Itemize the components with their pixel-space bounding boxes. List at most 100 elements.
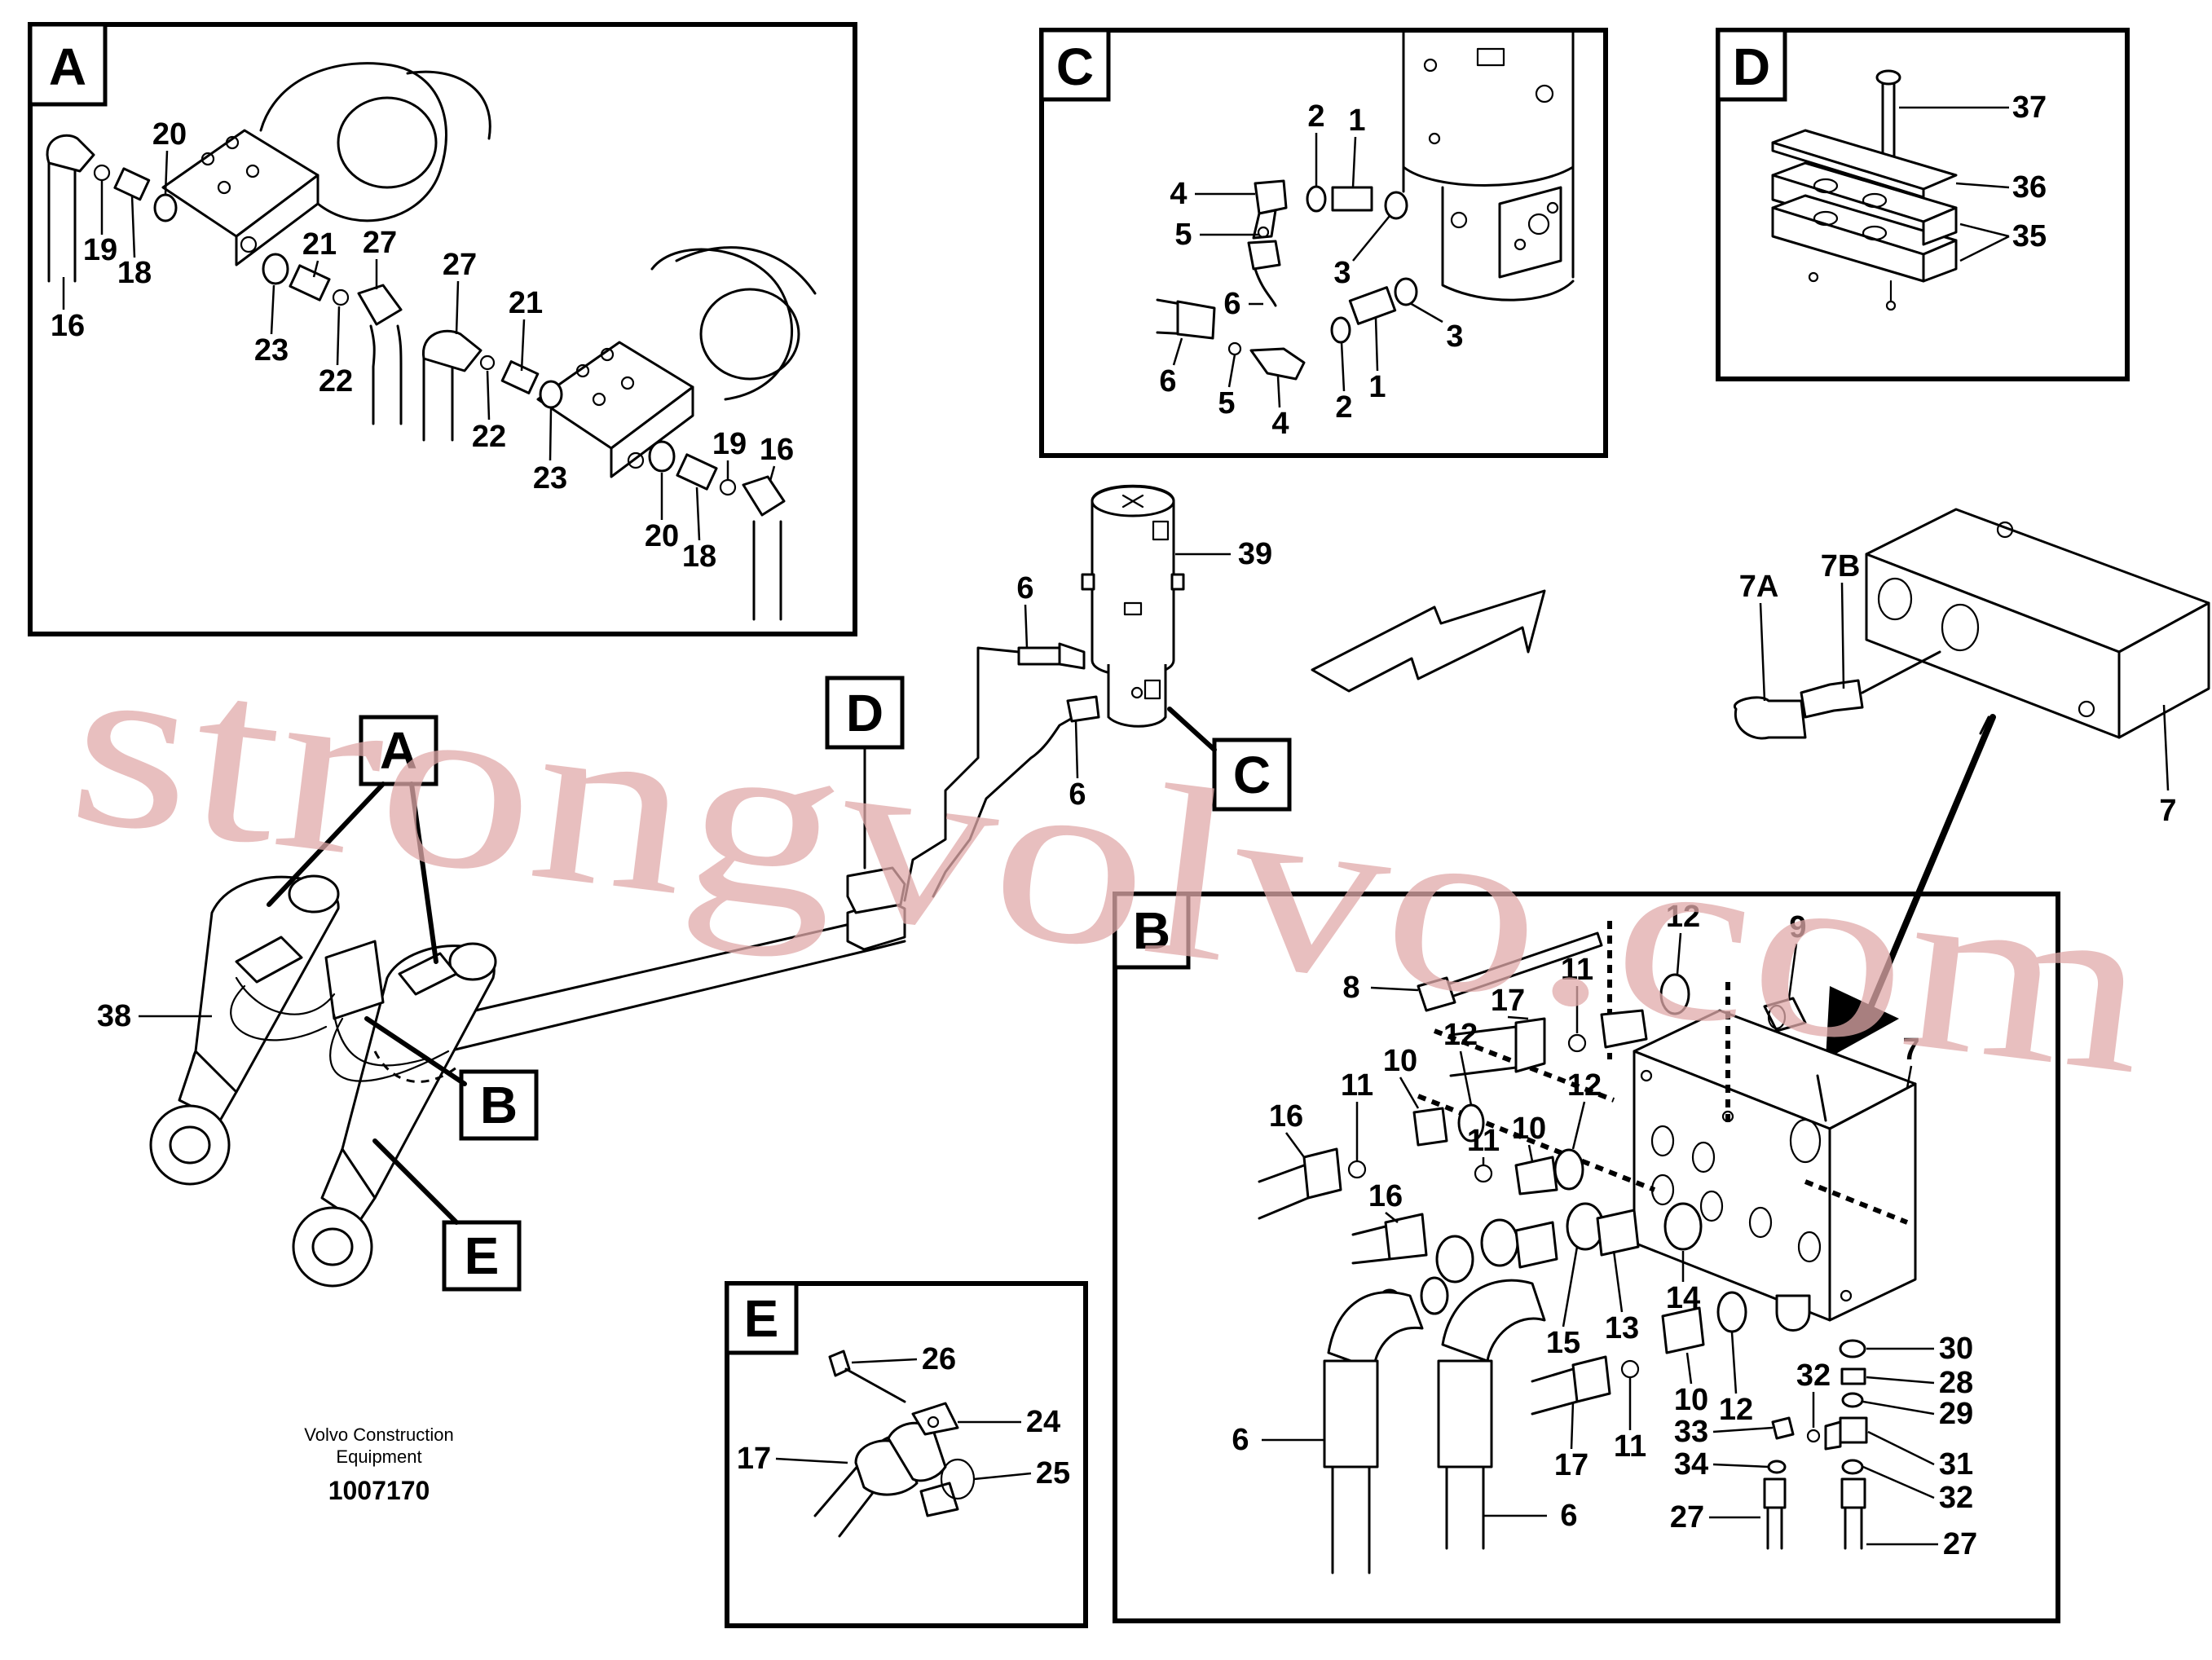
callout: 12 bbox=[1567, 1068, 1602, 1103]
callout: 15 bbox=[1546, 1326, 1580, 1360]
main-tags: D C A B E bbox=[267, 676, 1292, 1292]
callout: 39 bbox=[1238, 537, 1272, 571]
callout: 30 bbox=[1939, 1332, 1973, 1366]
panel-a-cylinder-top bbox=[161, 62, 491, 266]
panel-d: D 37 36 35 bbox=[1716, 28, 2130, 381]
callout: 36 bbox=[2012, 170, 2047, 205]
callout: 10 bbox=[1512, 1112, 1546, 1146]
caption-block: Volvo Construction Equipment 1007170 bbox=[304, 1424, 453, 1505]
callout: 22 bbox=[319, 364, 353, 398]
callout: 7A bbox=[1739, 570, 1779, 604]
panel-a: A bbox=[28, 22, 857, 636]
callout: 31 bbox=[1939, 1447, 1973, 1482]
callout: 17 bbox=[1554, 1448, 1588, 1482]
callout: 20 bbox=[645, 519, 679, 553]
callout: 17 bbox=[1491, 984, 1525, 1018]
panel-e-labels: 26 24 17 25 bbox=[737, 1342, 1070, 1490]
callout: 27 bbox=[363, 226, 397, 260]
panel-a-tag bbox=[28, 22, 108, 107]
panel-d-tag bbox=[1716, 28, 1787, 102]
callout: 2 bbox=[1335, 390, 1352, 425]
callout: 33 bbox=[1674, 1415, 1708, 1449]
tag-b: B bbox=[480, 1076, 518, 1134]
callout: 1 bbox=[1348, 103, 1365, 138]
callout: 9 bbox=[1789, 910, 1806, 944]
callout: 14 bbox=[1666, 1281, 1700, 1315]
callout: 38 bbox=[97, 999, 131, 1033]
main-assembly: D C A B E 39 6 6 38 7A 7B bbox=[97, 484, 2210, 1292]
panel-b-fittings bbox=[1258, 973, 1747, 1416]
panel-a-frame bbox=[28, 22, 857, 636]
callout: 22 bbox=[472, 420, 506, 454]
callout: 5 bbox=[1218, 386, 1235, 421]
callout: 20 bbox=[152, 117, 187, 152]
callout: 10 bbox=[1674, 1383, 1708, 1417]
panel-c-labels: 2 1 4 5 3 6 3 6 5 4 2 1 bbox=[1159, 99, 1463, 441]
panel-e-frame bbox=[725, 1281, 1088, 1628]
panel-b-tag-label: B bbox=[1133, 901, 1170, 960]
callout: 3 bbox=[1446, 319, 1463, 354]
direction-arrow bbox=[1311, 589, 1546, 693]
panel-c-upper-fittings bbox=[1247, 179, 1408, 307]
callout: 7 bbox=[2159, 794, 2176, 828]
callout: 16 bbox=[1368, 1179, 1403, 1213]
callout: 5 bbox=[1174, 218, 1192, 252]
boom-cylinders bbox=[149, 874, 497, 1288]
callout: 27 bbox=[1943, 1527, 1977, 1561]
tag-c: C bbox=[1233, 746, 1271, 804]
callout: 2 bbox=[1307, 99, 1324, 134]
callout: 6 bbox=[1159, 364, 1176, 398]
panel-d-frame bbox=[1716, 28, 2130, 381]
callout: 34 bbox=[1674, 1447, 1708, 1482]
callout: 28 bbox=[1939, 1366, 1973, 1400]
callout: 16 bbox=[760, 433, 794, 467]
callout: 21 bbox=[302, 227, 337, 262]
panel-c-tag-label: C bbox=[1056, 37, 1094, 96]
callout: 21 bbox=[509, 286, 543, 320]
panel-a-tag-label: A bbox=[49, 37, 86, 96]
callout: 11 bbox=[1614, 1429, 1646, 1464]
panel-d-clamp bbox=[1771, 69, 1958, 311]
panel-e: E 26 24 17 25 bbox=[725, 1281, 1088, 1628]
panel-b-frame bbox=[1113, 892, 2060, 1623]
callout: 35 bbox=[2012, 219, 2047, 253]
callout: 24 bbox=[1026, 1405, 1060, 1439]
callout: 6 bbox=[1016, 571, 1033, 605]
callout: 4 bbox=[1271, 407, 1289, 441]
callout: 17 bbox=[737, 1442, 771, 1476]
panel-a-fittings-upper-right bbox=[262, 253, 403, 425]
callout: 6 bbox=[1069, 777, 1086, 812]
panel-c-tag bbox=[1039, 28, 1111, 102]
callout: 29 bbox=[1939, 1397, 1973, 1431]
swivel-39 bbox=[1081, 484, 1185, 728]
callout: 37 bbox=[2012, 90, 2047, 125]
callout: 26 bbox=[922, 1342, 956, 1376]
valve-block-7 bbox=[1733, 508, 2210, 740]
callout: 11 bbox=[1467, 1124, 1500, 1158]
panel-e-flange bbox=[813, 1350, 976, 1538]
callout: 19 bbox=[83, 233, 117, 267]
callout: 25 bbox=[1036, 1456, 1070, 1490]
panel-a-labels: 20 19 18 16 21 27 23 22 27 21 22 23 19 bbox=[51, 117, 794, 574]
callout: 18 bbox=[117, 256, 152, 290]
panel-b-tag bbox=[1113, 892, 1191, 970]
callout: 23 bbox=[254, 333, 289, 368]
panel-b: B bbox=[1113, 892, 2060, 1623]
callout: 7 bbox=[1902, 1033, 1919, 1067]
callout: 27 bbox=[1670, 1500, 1704, 1535]
panel-d-labels: 37 36 35 bbox=[1899, 90, 2047, 262]
callout: 3 bbox=[1333, 256, 1351, 290]
caption-line-1: Volvo Construction bbox=[304, 1424, 453, 1445]
tag-d: D bbox=[846, 684, 883, 742]
callout: 12 bbox=[1443, 1018, 1478, 1052]
tag-a: A bbox=[380, 721, 417, 780]
callout: 11 bbox=[1561, 953, 1593, 987]
panel-c: C bbox=[1039, 28, 1608, 458]
callout: 4 bbox=[1170, 177, 1187, 211]
callout: 12 bbox=[1666, 900, 1700, 934]
panel-b-labels: 12 9 8 11 17 7 12 10 11 12 16 10 11 bbox=[1232, 900, 1977, 1561]
callout: 32 bbox=[1796, 1358, 1831, 1393]
callout: 13 bbox=[1605, 1311, 1639, 1345]
